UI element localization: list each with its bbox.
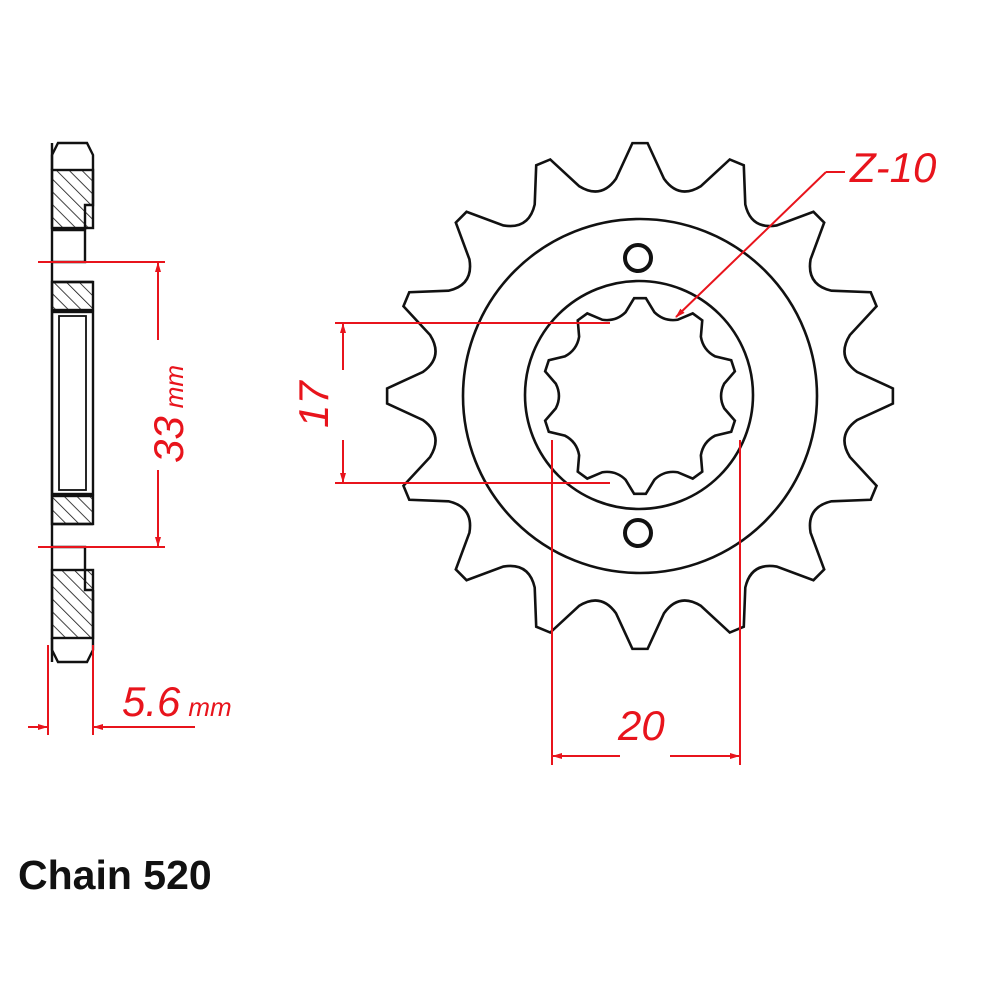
bolt-spacing-dimension [38, 261, 165, 548]
spline-count-label: Z-10 [849, 144, 937, 191]
side-hatch-bottom [50, 568, 95, 640]
side-view [50, 141, 95, 664]
spline-outer-label: 20 [617, 702, 665, 749]
sprocket-outline [385, 141, 895, 651]
side-hatch-lower-hub [50, 494, 95, 526]
side-hatch-upper-hub [50, 280, 95, 312]
bolt-hole-top [623, 243, 653, 273]
spline-bore [543, 296, 737, 496]
thickness-dimension [28, 645, 195, 735]
spline-dimensions [335, 171, 845, 765]
bolt-spacing-label: 33mm [145, 365, 192, 463]
bolt-hole-bottom [623, 518, 653, 548]
hub-circle [523, 279, 755, 511]
front-view [385, 141, 895, 651]
chain-size-caption: Chain 520 [18, 852, 212, 898]
sprocket-ring [461, 217, 819, 575]
side-top-tooth [50, 141, 95, 170]
side-bottom-tooth [50, 638, 95, 664]
side-hatch-top [50, 168, 95, 230]
spline-inner-label: 17 [290, 380, 337, 428]
